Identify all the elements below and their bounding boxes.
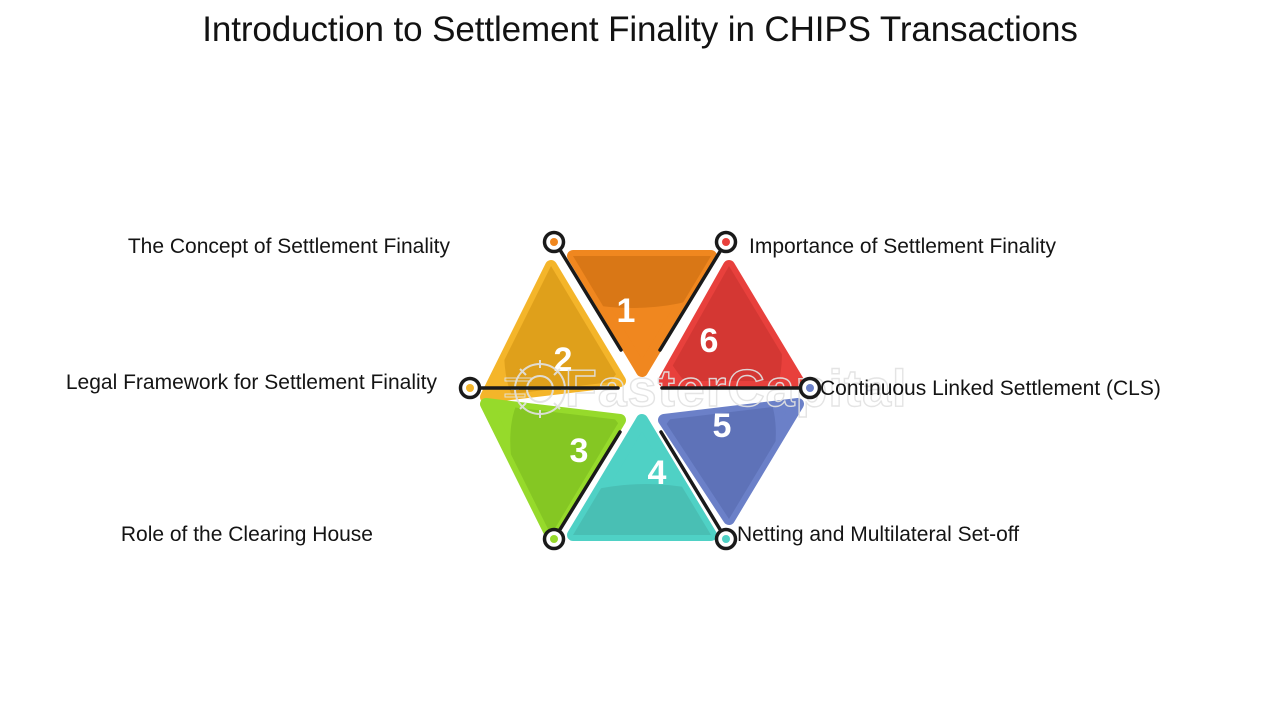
connector-dot-4[interactable] <box>714 527 738 551</box>
segment-1-number: 1 <box>617 292 636 330</box>
segment-5-label[interactable]: Continuous Linked Settlement (CLS) <box>820 377 1161 400</box>
connector-line-3 <box>554 430 622 538</box>
segment-6-shape[interactable]: 6 <box>604 162 812 438</box>
segment-1-label[interactable]: The Concept of Settlement Finality <box>127 235 450 258</box>
connector-dot-6[interactable] <box>714 230 738 254</box>
connector-dot-3[interactable] <box>542 527 566 551</box>
connector-markers[interactable] <box>458 230 822 551</box>
segment-5-number: 5 <box>713 407 732 445</box>
segment-6-label[interactable]: Importance of Settlement Finality <box>749 235 1056 258</box>
connector-dot-1[interactable] <box>542 230 566 254</box>
connector-line-4 <box>659 430 726 538</box>
segment-3-label[interactable]: Role of the Clearing House <box>120 523 373 546</box>
segment-1-shade <box>573 256 711 308</box>
segment-4-label[interactable]: Netting and Multilateral Set-off <box>737 523 1020 546</box>
connector-line-1 <box>555 243 623 352</box>
segment-1-shape[interactable]: 1 <box>512 192 752 377</box>
segment-4-number: 4 <box>648 454 667 492</box>
connector-lines <box>471 243 809 538</box>
connector-dot-2[interactable] <box>458 376 482 400</box>
segment-6-number: 6 <box>700 322 719 360</box>
segment-2-label[interactable]: Legal Framework for Settlement Finality <box>65 371 437 394</box>
page-title: Introduction to Settlement Finality in C… <box>202 10 1078 49</box>
connector-line-6 <box>658 243 726 352</box>
segment-3-number: 3 <box>570 432 589 470</box>
connector-dot-5[interactable] <box>798 376 822 400</box>
